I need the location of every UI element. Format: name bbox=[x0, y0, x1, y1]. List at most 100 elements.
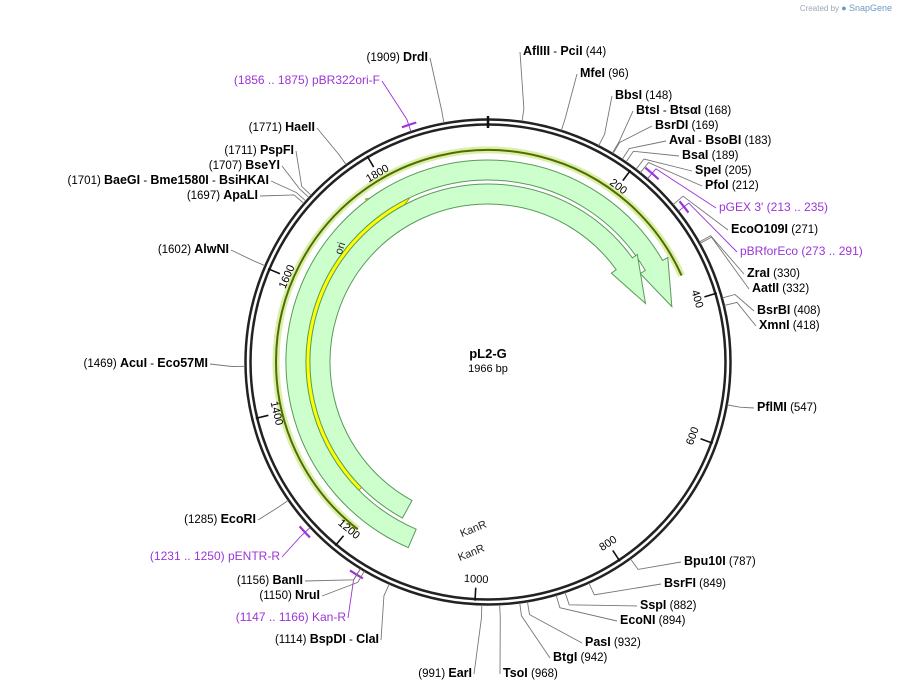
leader-line bbox=[257, 499, 289, 521]
leader-line bbox=[473, 604, 483, 675]
site-label-sspi: SspI (882) bbox=[640, 598, 697, 612]
site-label-eari: (991) EarI bbox=[418, 666, 472, 680]
enzyme-name: BtsI bbox=[636, 103, 660, 117]
leader-line bbox=[727, 404, 755, 409]
tick-mark-600 bbox=[700, 438, 714, 444]
site-label-text: (1114) BspDI - ClaI bbox=[275, 632, 379, 646]
feature-kanr-arrow-inner bbox=[309, 183, 647, 519]
site-label-pentr-r: (1231 .. 1250) pENTR-R bbox=[150, 549, 280, 563]
site-label-zrai: ZraI (330) bbox=[747, 266, 800, 280]
site-position: (1771) bbox=[249, 122, 282, 134]
site-position: (1909) bbox=[367, 52, 400, 64]
enzyme-name: BbsI bbox=[615, 88, 642, 102]
leader-line bbox=[380, 583, 390, 641]
tick-label-1400: 1400 bbox=[268, 400, 285, 427]
site-position: (1114) bbox=[275, 634, 307, 646]
site-label-text: pBRforEco (273 .. 291) bbox=[740, 244, 863, 258]
site-label-text: TsoI (968) bbox=[503, 666, 558, 680]
name-separator: - bbox=[209, 175, 219, 187]
enzyme-name: AcuI bbox=[120, 356, 147, 370]
site-position: (1147 .. 1166) bbox=[236, 610, 309, 624]
leader-line bbox=[699, 236, 750, 290]
site-label-ecori: (1285) EcoRI bbox=[184, 512, 256, 526]
tick-mark-200 bbox=[622, 169, 632, 182]
label-layer: AflIII - PciI (44)MfeI (96)BbsI (148)Bts… bbox=[68, 44, 863, 680]
leader-line bbox=[588, 582, 662, 596]
leader-line bbox=[304, 568, 361, 582]
site-position: (1711) bbox=[224, 145, 257, 157]
site-label-text: AatII (332) bbox=[752, 281, 809, 295]
site-label-text: (1701) BaeGI - Bme1580I - BsiHKAI bbox=[68, 173, 269, 187]
leader-line bbox=[281, 165, 310, 198]
enzyme-name: ApaLI bbox=[223, 188, 258, 202]
site-label-text: (1771) HaeII bbox=[249, 120, 315, 134]
leader-line bbox=[612, 125, 653, 154]
enzyme-name: BsrFI bbox=[664, 576, 696, 590]
site-label-text: (1602) AlwNI bbox=[158, 242, 229, 256]
site-label-text: AvaI - BsoBI (183) bbox=[669, 133, 772, 147]
site-label-text: (1147 .. 1166) Kan-R bbox=[236, 610, 347, 624]
site-label-pfoi: PfoI (212) bbox=[705, 178, 759, 192]
site-label-text: PfoI (212) bbox=[705, 178, 759, 192]
enzyme-name: BsoBI bbox=[705, 133, 741, 147]
tick-label-1200: 1200 bbox=[335, 517, 361, 542]
site-label-bsrbi: BsrBI (408) bbox=[757, 303, 821, 317]
site-label-tsoi: TsoI (968) bbox=[503, 666, 558, 680]
site-label-ecoo109i: EcoO109I (271) bbox=[731, 222, 818, 236]
leader-line bbox=[647, 168, 717, 209]
tick-label-400: 400 bbox=[688, 289, 705, 310]
primer-name: pENTR-R bbox=[228, 549, 280, 563]
site-position: (1701) bbox=[68, 175, 101, 187]
site-label-baegi-bme1580i-bsihkai: (1701) BaeGI - Bme1580I - BsiHKAI bbox=[68, 173, 269, 187]
enzyme-name: EcoO109I bbox=[731, 222, 788, 236]
site-label-text: PasI (932) bbox=[585, 635, 641, 649]
feature-label-ori: ori bbox=[333, 241, 348, 256]
credit-brand: SnapGene bbox=[848, 3, 892, 13]
tick-label-800: 800 bbox=[597, 534, 619, 554]
enzyme-name: BsaI bbox=[682, 148, 708, 162]
enzyme-name: BsrBI bbox=[757, 303, 790, 317]
tick-label-200: 200 bbox=[607, 177, 629, 198]
enzyme-name: BsrDI bbox=[655, 118, 688, 132]
leader-line bbox=[209, 363, 246, 367]
site-label-text: BbsI (148) bbox=[615, 88, 672, 102]
tick-mark-1800 bbox=[366, 155, 375, 168]
site-position: (273 .. 291) bbox=[801, 244, 862, 258]
leader-line bbox=[259, 194, 305, 204]
leader-line bbox=[281, 527, 311, 558]
enzyme-name: PfoI bbox=[705, 178, 729, 192]
site-label-pgex3: pGEX 3' (213 .. 235) bbox=[719, 200, 828, 214]
enzyme-name: SpeI bbox=[695, 163, 721, 177]
site-label-text: BsaI (189) bbox=[682, 148, 739, 162]
site-label-text: (1711) PspFI bbox=[224, 143, 294, 157]
primer-name: pBR322ori-F bbox=[312, 73, 380, 87]
enzyme-name: AatII bbox=[752, 281, 779, 295]
enzyme-name: Eco57MI bbox=[157, 356, 208, 370]
site-label-text: AflIII - PciI (44) bbox=[523, 44, 606, 58]
leader-line bbox=[519, 602, 551, 659]
enzyme-name: EarI bbox=[448, 666, 472, 680]
snapgene-logo-icon: ● bbox=[841, 3, 847, 13]
site-label-bsai: BsaI (189) bbox=[682, 148, 739, 162]
site-label-text: BsrDI (169) bbox=[655, 118, 719, 132]
plasmid-size: 1966 bp bbox=[468, 363, 508, 375]
leader-line bbox=[672, 195, 729, 231]
tick-label-1000: 1000 bbox=[464, 573, 489, 586]
site-position: (942) bbox=[581, 652, 608, 664]
tick-mark-1000 bbox=[474, 587, 477, 601]
site-position: (932) bbox=[614, 637, 641, 649]
enzyme-name: PasI bbox=[585, 635, 611, 649]
site-position: (1231 .. 1250) bbox=[150, 549, 225, 563]
site-position: (968) bbox=[531, 668, 558, 680]
feature-label-kanr-outer: KanR bbox=[456, 542, 486, 563]
name-separator: - bbox=[140, 175, 150, 187]
plasmid-backbone bbox=[244, 116, 732, 606]
enzyme-name: BtgI bbox=[553, 650, 577, 664]
site-label-alwni: (1602) AlwNI bbox=[158, 242, 229, 256]
enzyme-name: BanII bbox=[272, 573, 303, 587]
leader-line bbox=[555, 595, 618, 622]
site-position: (991) bbox=[418, 668, 445, 680]
leader-line bbox=[429, 57, 445, 124]
leader-line bbox=[598, 95, 613, 146]
